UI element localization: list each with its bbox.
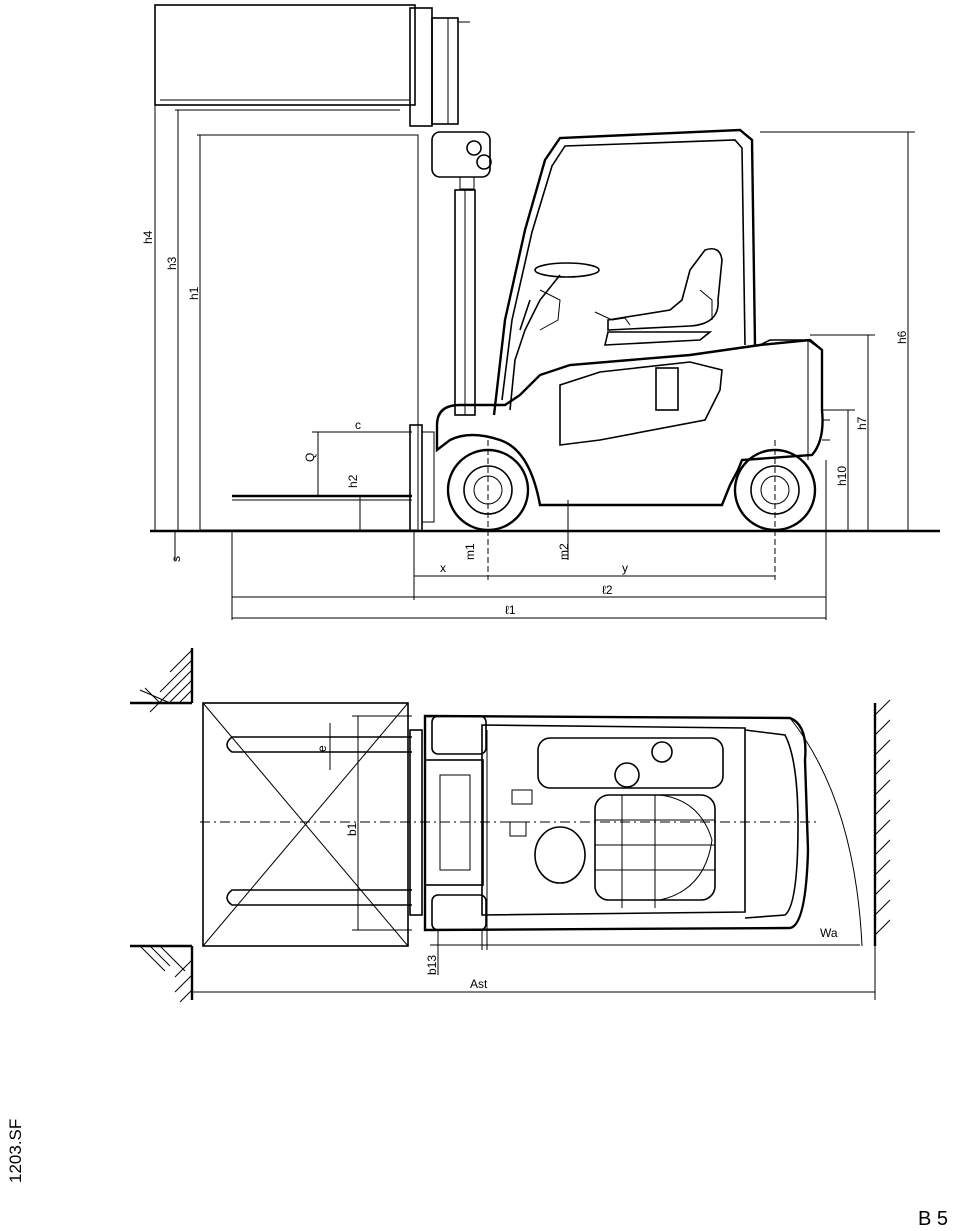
aisle-wall-upper-left <box>130 648 194 713</box>
side-view: h4 h3 h1 s Q h2 h6 h7 h10 m1 m2 c x y ℓ2… <box>141 4 940 620</box>
dim-label-q: Q <box>303 453 317 462</box>
truck-body <box>435 338 830 507</box>
dim-label-ast: Ast <box>470 977 488 991</box>
dim-label-h3: h3 <box>165 256 179 270</box>
dim-label-m1: m1 <box>463 543 477 560</box>
cabin-interior-top <box>509 737 724 908</box>
dim-label-s: s <box>169 556 183 562</box>
top-view: e b1 b13 Ast Wa <box>130 648 891 1003</box>
dim-label-h4: h4 <box>141 230 155 244</box>
dim-label-e: e <box>315 745 329 752</box>
document-code: 1203.SF <box>6 1118 25 1183</box>
dim-label-m2: m2 <box>557 543 571 560</box>
dim-label-h1: h1 <box>187 286 201 300</box>
aisle-wall-right <box>873 699 891 946</box>
forks-top <box>226 736 412 906</box>
steering-column <box>509 262 631 411</box>
turning-radius-arc <box>789 717 863 947</box>
dim-label-l1: ℓ1 <box>505 603 516 617</box>
dim-label-h10: h10 <box>835 466 849 486</box>
dim-label-c: c <box>355 418 361 432</box>
truck-top <box>423 714 810 932</box>
lowered-fork <box>232 424 435 532</box>
load-outline <box>199 134 419 531</box>
pallet-load <box>202 702 409 947</box>
dim-label-x: x <box>440 561 446 575</box>
dim-label-wa: Wa <box>820 926 838 940</box>
dim-label-l2: ℓ2 <box>602 583 613 597</box>
dim-label-y: y <box>622 561 628 575</box>
raised-carriage <box>409 7 470 127</box>
mast <box>431 131 492 416</box>
dim-label-h6: h6 <box>895 330 909 344</box>
page-reference: B 5 <box>918 1208 949 1230</box>
dim-label-h2: h2 <box>346 474 360 488</box>
dim-label-h7: h7 <box>855 416 869 430</box>
raised-load <box>154 4 416 106</box>
aisle-wall-lower-left <box>130 944 194 1003</box>
cabin <box>492 128 757 416</box>
dim-label-b1: b1 <box>345 822 359 836</box>
dim-label-b13: b13 <box>425 955 439 975</box>
operator-seat <box>603 247 723 346</box>
